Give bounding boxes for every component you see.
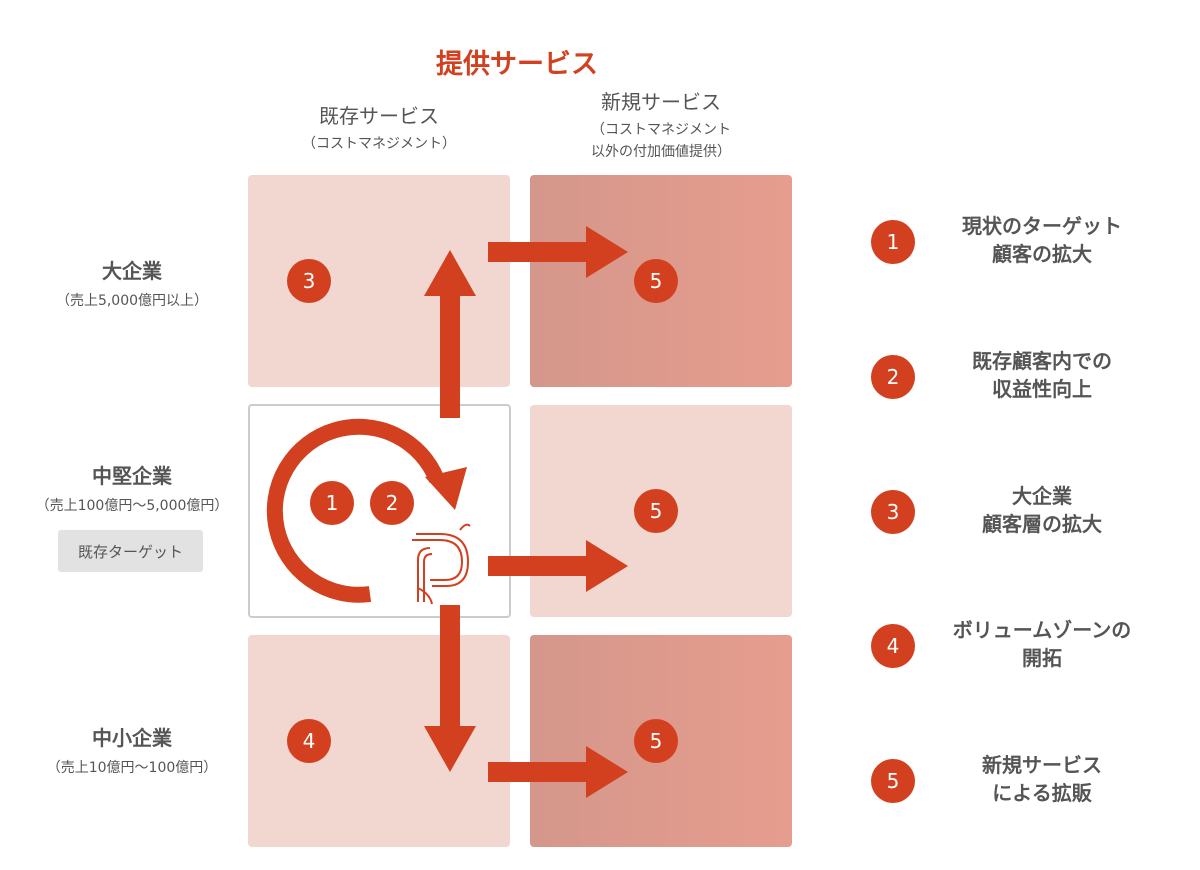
legend-text: 既存顧客内での収益性向上 bbox=[922, 347, 1162, 403]
legend-text: ボリュームゾーンの開拓 bbox=[922, 616, 1162, 672]
column-header-new: 新規サービス （コストマネジメント 以外の付加価値提供） bbox=[530, 86, 792, 163]
row-subtitle: （売上5,000億円以上） bbox=[55, 293, 209, 309]
column-title: 既存サービス bbox=[319, 104, 439, 128]
number-badge: 2 bbox=[370, 481, 414, 525]
existing-target-tag: 既存ターゲット bbox=[58, 530, 203, 572]
column-subtitle: 以外の付加価値提供） bbox=[591, 144, 731, 160]
number-badge: 1 bbox=[310, 481, 354, 525]
legend-line: 大企業 bbox=[1012, 484, 1072, 508]
cycle-arrow-icon bbox=[266, 418, 445, 603]
number-badge: 5 bbox=[634, 489, 678, 533]
company-logo bbox=[412, 523, 471, 605]
row-title: 大企業 bbox=[102, 259, 162, 283]
number-badge: 5 bbox=[634, 719, 678, 763]
row-label-mid: 中堅企業 （売上100億円〜5,000億円） bbox=[12, 460, 252, 515]
legend-line: 既存顧客内での bbox=[972, 349, 1112, 373]
legend-line: 新規サービス bbox=[982, 753, 1102, 777]
arrow-down-icon bbox=[424, 605, 476, 772]
legend-badge: 3 bbox=[871, 490, 915, 534]
legend-text: 現状のターゲット顧客の拡大 bbox=[922, 212, 1162, 268]
column-title: 新規サービス bbox=[601, 90, 721, 114]
legend-line: ボリュームゾーンの bbox=[952, 618, 1132, 642]
legend-text: 新規サービスによる拡販 bbox=[922, 751, 1162, 807]
legend-line: による拡販 bbox=[992, 781, 1092, 805]
legend-badge: 1 bbox=[871, 220, 915, 264]
row-subtitle: （売上10億円〜100億円） bbox=[46, 760, 218, 776]
column-subtitle: （コストマネジメント bbox=[591, 122, 731, 138]
arrow-right-icon bbox=[488, 746, 628, 798]
row-subtitle: （売上100億円〜5,000億円） bbox=[35, 498, 229, 514]
legend-line: 顧客の拡大 bbox=[992, 242, 1092, 266]
column-subtitle: （コストマネジメント） bbox=[302, 136, 456, 152]
number-badge: 4 bbox=[287, 719, 331, 763]
row-title: 中小企業 bbox=[92, 726, 172, 750]
row-label-small: 中小企業 （売上10億円〜100億円） bbox=[12, 722, 252, 777]
legend-line: 顧客層の拡大 bbox=[982, 512, 1102, 536]
legend-line: 現状のターゲット bbox=[962, 214, 1122, 238]
number-badge: 5 bbox=[634, 259, 678, 303]
arrow-up-icon bbox=[424, 250, 476, 418]
row-title: 中堅企業 bbox=[92, 464, 172, 488]
legend-line: 開拓 bbox=[1022, 646, 1062, 670]
legend-badge: 2 bbox=[871, 355, 915, 399]
column-header-existing: 既存サービス （コストマネジメント） bbox=[248, 100, 510, 155]
diagram-title: 提供サービス bbox=[436, 49, 598, 80]
legend-text: 大企業顧客層の拡大 bbox=[922, 482, 1162, 538]
legend-badge: 5 bbox=[871, 759, 915, 803]
arrow-right-icon bbox=[488, 226, 628, 278]
arrow-right-icon bbox=[488, 540, 628, 592]
legend-badge: 4 bbox=[871, 624, 915, 668]
legend-line: 収益性向上 bbox=[992, 377, 1092, 401]
row-label-large: 大企業 （売上5,000億円以上） bbox=[12, 255, 252, 310]
number-badge: 3 bbox=[287, 259, 331, 303]
